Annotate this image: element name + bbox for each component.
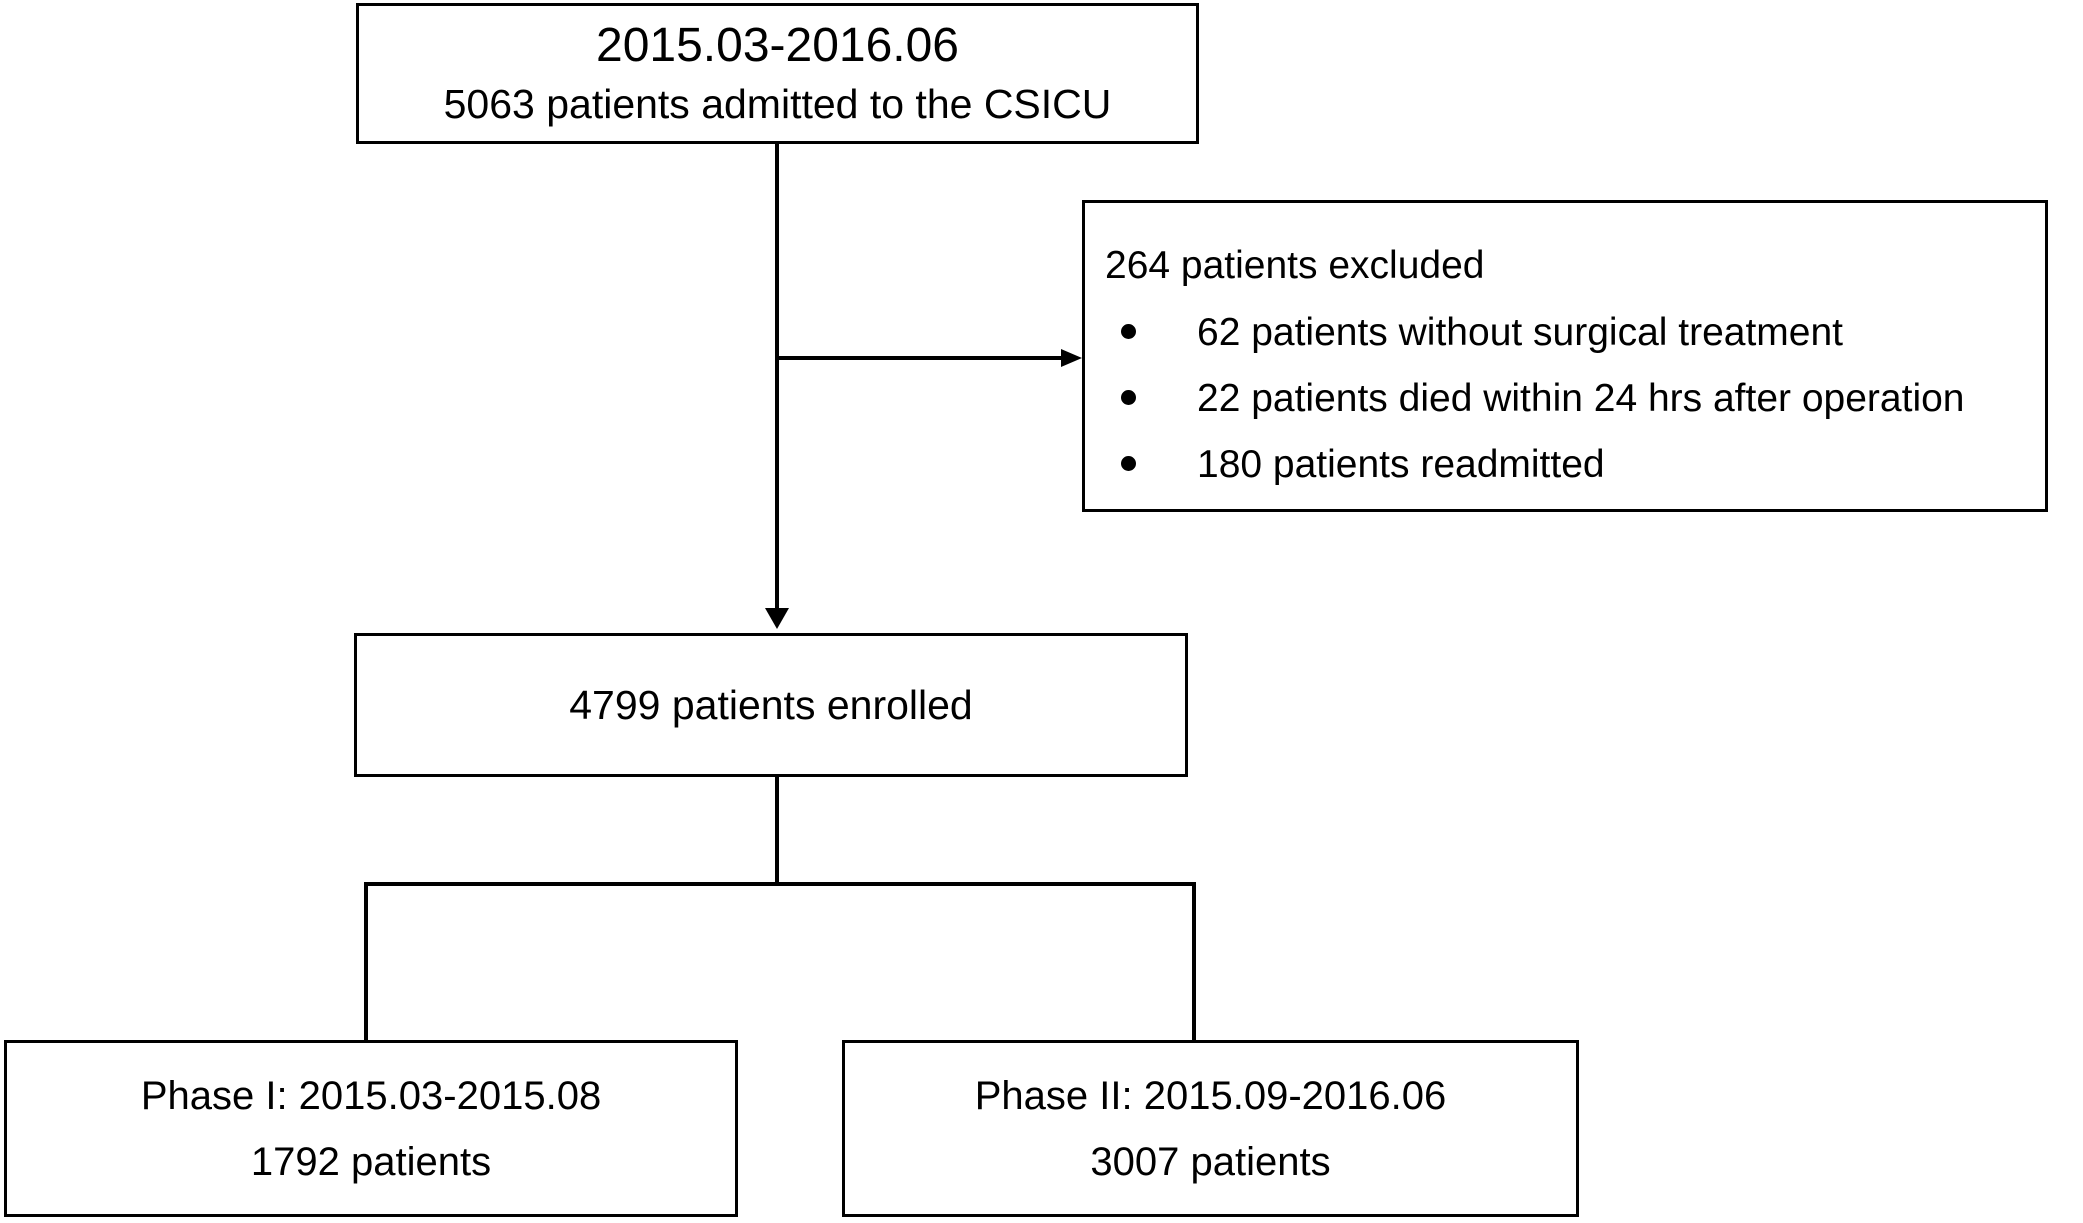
- phase1-box: Phase I: 2015.03-2015.08 1792 patients: [4, 1040, 738, 1217]
- excluded-bullet-text: 22 patients died within 24 hrs after ope…: [1197, 377, 1965, 420]
- admitted-period-label: 2015.03-2016.06: [596, 18, 959, 72]
- enrolled-count-label: 4799 patients enrolled: [569, 681, 973, 728]
- split-bar-connector: [364, 882, 1196, 886]
- split-right-connector: [1192, 882, 1196, 1040]
- enrolled-box: 4799 patients enrolled: [354, 633, 1188, 777]
- excluded-bullet-item: 22 patients died within 24 hrs after ope…: [1105, 377, 2021, 421]
- phase2-count-label: 3007 patients: [1090, 1139, 1331, 1184]
- excluded-bullet-item: 180 patients readmitted: [1105, 443, 2021, 487]
- excluded-box: 264 patients excluded 62 patients withou…: [1082, 200, 2048, 512]
- excluded-bullet-text: 180 patients readmitted: [1197, 443, 1605, 486]
- down-arrowhead-icon: [765, 608, 789, 629]
- split-left-connector: [364, 882, 368, 1040]
- phase1-count-label: 1792 patients: [250, 1139, 492, 1184]
- main-vertical-connector: [775, 144, 779, 608]
- admitted-count-label: 5063 patients admitted to the CSICU: [443, 81, 1112, 128]
- excluded-title: 264 patients excluded: [1105, 244, 1485, 287]
- phase2-period-label: Phase II: 2015.09-2016.06: [974, 1073, 1447, 1118]
- phase1-period-label: Phase I: 2015.03-2015.08: [140, 1073, 602, 1118]
- bullet-dot-icon: [1121, 456, 1136, 471]
- admitted-box: 2015.03-2016.06 5063 patients admitted t…: [356, 3, 1199, 144]
- split-stem-connector: [775, 777, 779, 884]
- right-arrowhead-icon: [1061, 349, 1082, 367]
- bullet-dot-icon: [1121, 324, 1136, 339]
- phase2-box: Phase II: 2015.09-2016.06 3007 patients: [842, 1040, 1579, 1217]
- excluded-bullet-text: 62 patients without surgical treatment: [1197, 311, 1844, 354]
- excluded-bullet-item: 62 patients without surgical treatment: [1105, 311, 2021, 355]
- excluded-bullet-list: 62 patients without surgical treatment 2…: [1105, 311, 2021, 487]
- bullet-dot-icon: [1121, 390, 1136, 405]
- exclusion-branch-connector: [777, 356, 1061, 360]
